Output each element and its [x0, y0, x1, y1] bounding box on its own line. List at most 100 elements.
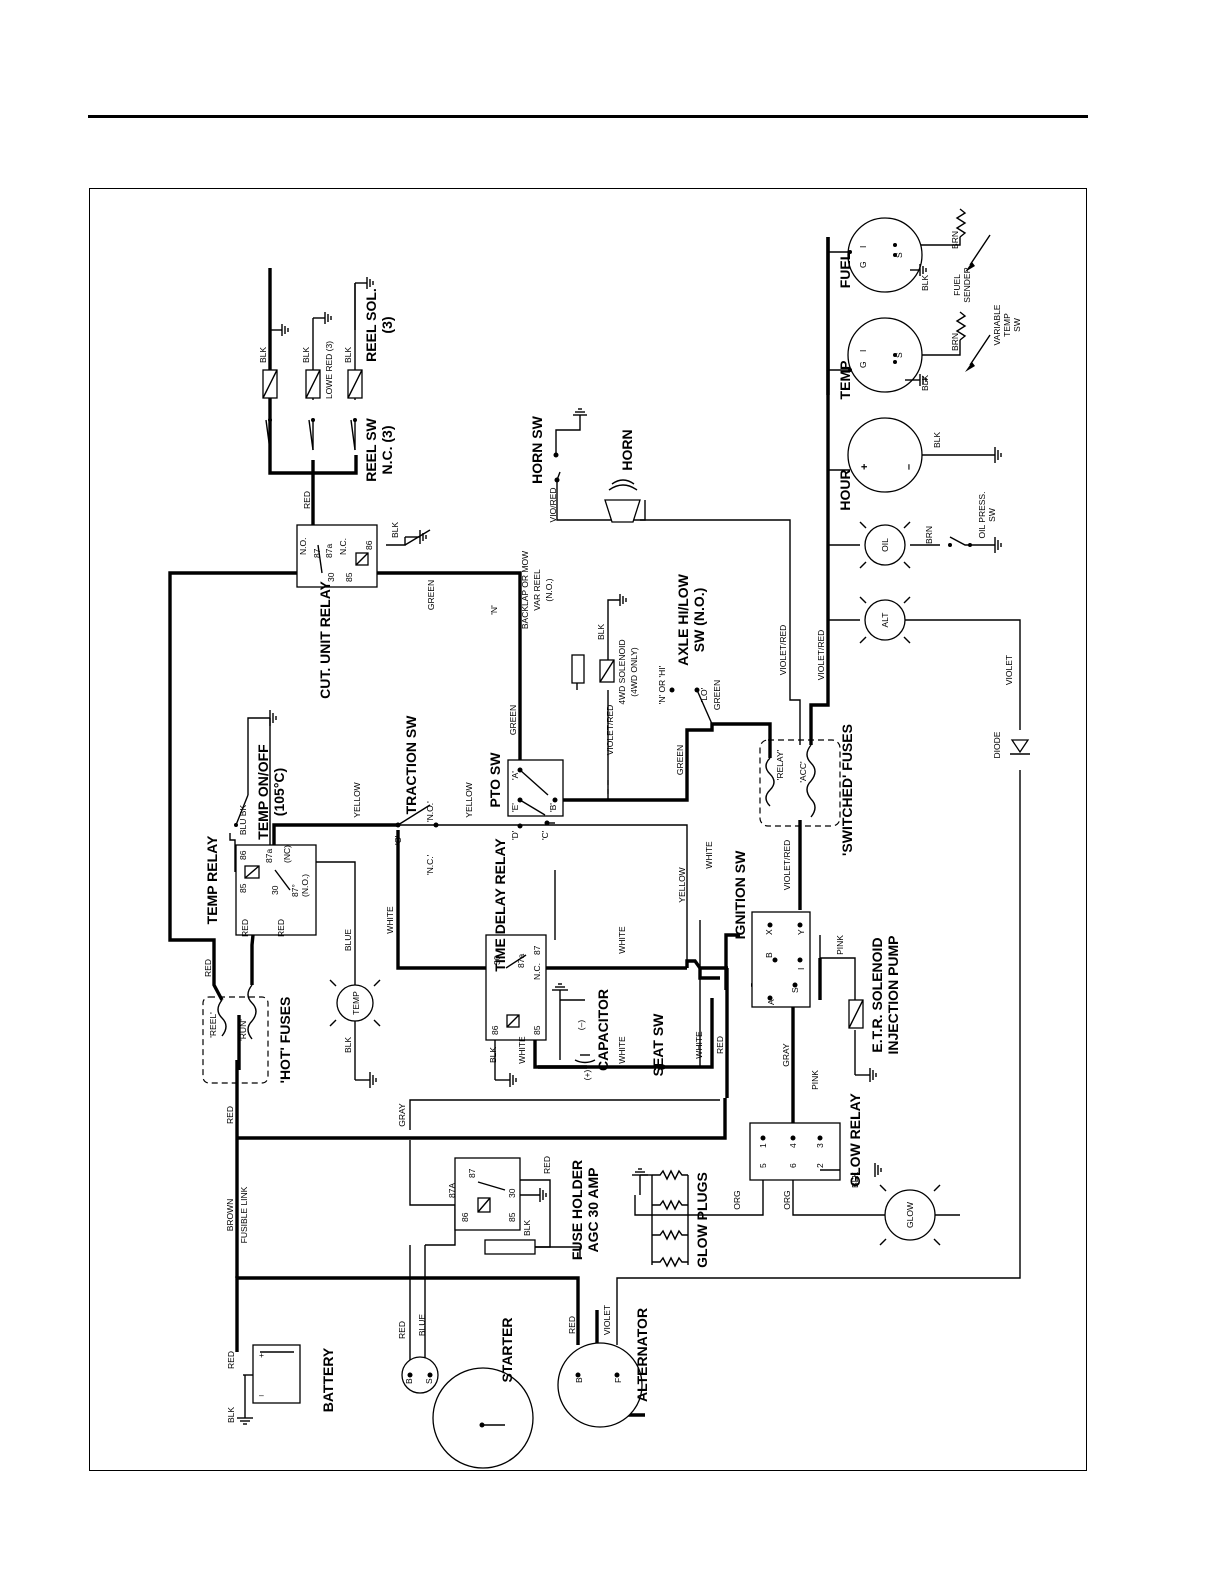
- glow-plugs-label: GLOW PLUGS: [694, 1172, 710, 1268]
- glow-relay-5: 5: [758, 1163, 768, 1168]
- alternator-label: ALTERNATOR: [634, 1308, 650, 1402]
- white-wire-b: WHITE: [617, 926, 627, 954]
- traction-switch: 'C' 'N.C.' 'N.O.' TRACTION SW YELLOW YEL…: [352, 715, 474, 934]
- axle-green-wire: GREEN: [712, 680, 722, 710]
- alternator: B F ALTERNATOR RED VIOLET: [557, 1305, 650, 1428]
- traction-no: 'N.O.': [425, 801, 435, 822]
- pto-n-label: 'N': [489, 605, 499, 615]
- temp-onoff-label: TEMP ON/OFF: [255, 744, 271, 840]
- backlap-label: BACKLAP OR MOW: [520, 551, 530, 629]
- ign-x: X: [764, 929, 774, 935]
- ign-pink-wire: PINK: [835, 935, 845, 955]
- alternator-b-terminal: B: [574, 1377, 584, 1383]
- temp-relay-87o: 87°: [290, 884, 300, 897]
- battery-red-wire: RED: [226, 1351, 236, 1369]
- glow-org-a: ORG: [732, 1190, 742, 1209]
- lowe-red-label: LOWE RED (3): [324, 341, 334, 399]
- battery-minus: –: [259, 1390, 264, 1400]
- temp-relay-86: 86: [238, 850, 248, 860]
- switched-fuses: 'RELAY' 'ACC' 'SWITCHED' FUSES VIOLET/RE…: [759, 625, 855, 890]
- blk-wire-temp: BLK: [343, 1037, 353, 1053]
- cur-30: 30: [326, 572, 336, 582]
- ignition-switch: X Y B I A S IGNITION SW PINK: [732, 850, 845, 1008]
- cap-plus: (+): [582, 1070, 592, 1081]
- horn: HORN HORN SW VIO/RED: [529, 408, 641, 523]
- hour-blk-wire: BLK: [932, 432, 942, 448]
- hot-fuses-label: 'HOT' FUSES: [277, 997, 293, 1084]
- fuel-gauge-i: I: [858, 246, 868, 248]
- blue-wire-temp: BLUE: [343, 929, 353, 952]
- fuel-sender-label: FUEL: [952, 274, 962, 296]
- pto-green-b: GREEN: [675, 745, 685, 775]
- cur-86: 86: [364, 540, 374, 550]
- fuse-holder-label: FUSE HOLDER: [569, 1160, 585, 1260]
- fuel-gauge: G I S FUEL BLK BRN FUEL SENDER: [837, 208, 991, 303]
- horn-vio-red: VIO/RED: [548, 488, 558, 523]
- starter: B S STARTER RED BLUE: [397, 1314, 534, 1469]
- backlap-no-label: (N.O.): [544, 578, 554, 601]
- axle-sw-no: SW (N.O.): [691, 588, 707, 653]
- ign-i: I: [796, 968, 806, 970]
- cur-85: 85: [344, 572, 354, 582]
- fuse-holder: FUSE HOLDER AGC 30 AMP: [484, 1160, 601, 1260]
- sr-30: 30: [507, 1188, 517, 1198]
- starter-red-wire: RED: [397, 1321, 407, 1339]
- tdr-87a: 87a: [516, 954, 526, 968]
- tdr-30: 30: [492, 955, 502, 965]
- sr-85: 85: [507, 1212, 517, 1222]
- diode: DIODE VIOLET: [992, 655, 1030, 758]
- glow-lamp: GLOW: [879, 1184, 960, 1246]
- gray-wire-label: GRAY: [397, 1103, 407, 1127]
- temp-relay-blu-bk: BLU BK: [238, 805, 248, 836]
- glow-pink-wire: PINK: [810, 1070, 820, 1090]
- fusible-link-label: FUSIBLE LINK: [239, 1186, 249, 1243]
- temp-gauge-i: I: [858, 350, 868, 352]
- axle-sw-label: AXLE HI/LOW: [675, 573, 691, 666]
- diagram-frame: [89, 188, 1087, 1471]
- temp-relay-no: (N.O.): [300, 874, 310, 897]
- tdr-86: 86: [490, 1025, 500, 1035]
- battery-plus: +: [259, 1350, 264, 1360]
- reel-sol-count: (3): [379, 316, 395, 333]
- horn-label: HORN: [619, 429, 635, 470]
- injection-pump-label: INJECTION PUMP: [885, 935, 901, 1054]
- sr-86: 86: [460, 1212, 470, 1222]
- ign-a: A: [766, 999, 776, 1005]
- starter-blue-wire: BLUE: [417, 1314, 427, 1337]
- oil-press-sw-label: SW: [987, 508, 997, 522]
- glow-org-b: ORG: [782, 1190, 792, 1209]
- alt-lamp: ALT: [859, 596, 911, 644]
- pto-green-wire: GREEN: [508, 705, 518, 735]
- temp-gauge-label: TEMP: [837, 361, 853, 400]
- time-delay-relay: 30 87a 87 N.C. 86 85 TIME DELAY RELAY BL…: [485, 838, 714, 1087]
- cap-minus: (–): [576, 1020, 586, 1031]
- ign-s: S: [790, 987, 800, 993]
- ignition-sw-label: IGNITION SW: [732, 850, 748, 939]
- glow-plugs: GLOW PLUGS: [632, 1168, 710, 1268]
- violet-red-a: VIOLET/RED: [778, 625, 788, 676]
- pto-violet-red: VIOLET/RED: [605, 705, 615, 756]
- traction-sw-label: TRACTION SW: [403, 715, 419, 815]
- battery: + – BATTERY RED BLK: [226, 1344, 336, 1425]
- tdr-nc: N.C.: [532, 963, 542, 980]
- temp-relay-red-b: RED: [276, 919, 286, 937]
- red-wire-label-hot: RED: [225, 1106, 235, 1124]
- fuel-gauge-brn: BRN: [950, 231, 960, 249]
- capacitor-label: CAPACITOR: [595, 989, 611, 1071]
- oil-press-label: OIL PRESS.: [977, 492, 987, 539]
- starter-relay: 87A 87 30 86 85 BLK RED: [447, 1156, 552, 1236]
- var-temp-label3: SW: [1012, 318, 1022, 332]
- axle-lo: 'LO': [699, 687, 709, 702]
- tdr-white-wire: WHITE: [517, 1036, 527, 1064]
- fuel-gauge-label: FUEL: [837, 251, 853, 288]
- pto-sw-label: PTO SW: [487, 752, 503, 808]
- var-temp-label2: TEMP: [1002, 313, 1012, 337]
- pto-e: 'E': [510, 803, 520, 812]
- ign-y: Y: [796, 929, 806, 935]
- reel-sw-nc: N.C. (3): [379, 426, 395, 475]
- glow-relay: 5 1 6 4 2 3 GLOW RELAY GRAY PINK BLK ORG…: [732, 1043, 882, 1210]
- temp-relay-87a: 87a: [264, 849, 274, 863]
- solenoid-4wd: BLK 4WD SOLENOID (4WD ONLY): [571, 594, 639, 705]
- glow-lamp-label: GLOW: [905, 1202, 915, 1228]
